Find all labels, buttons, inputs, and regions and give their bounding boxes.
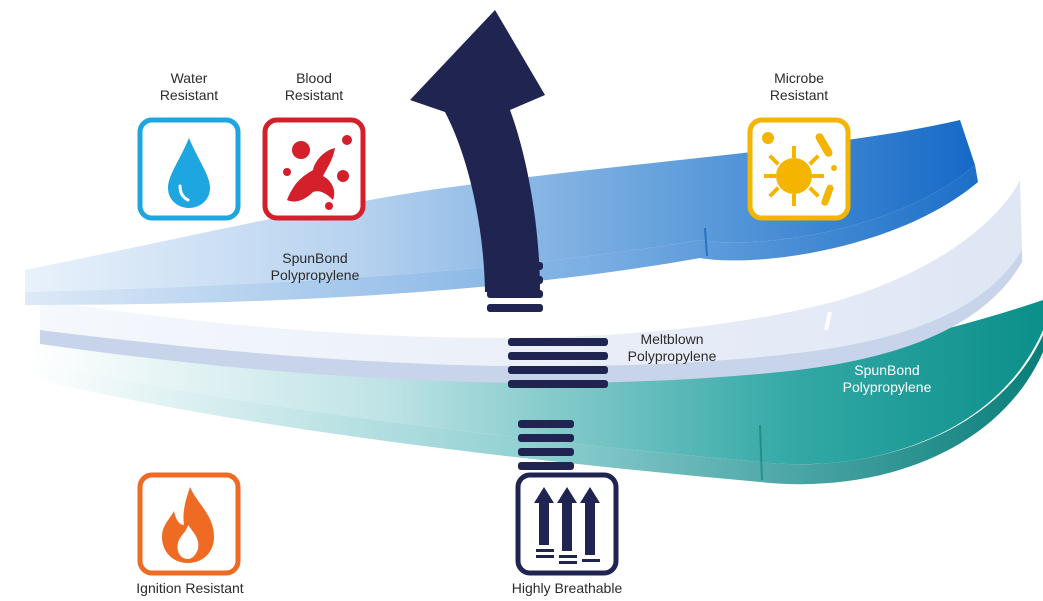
blood-resistant-label: Blood Resistant <box>274 70 354 104</box>
spunbond-top-label: SpunBond Polypropylene <box>255 250 375 284</box>
water-label-line2: Resistant <box>159 87 219 103</box>
microbe-icon <box>747 117 851 221</box>
water-resistant-label: Water Resistant <box>150 70 228 104</box>
airflow-arrows-icon <box>515 472 619 576</box>
microbe-resistant-label: Microbe Resistant <box>758 70 840 104</box>
ignition-resistant-label: Ignition Resistant <box>136 580 244 596</box>
blood-splatter-icon <box>262 117 366 221</box>
spunbond-top-line1: SpunBond <box>282 250 348 266</box>
spunbond-bottom-label: SpunBond Polypropylene <box>827 362 947 396</box>
meltblown-line2: Polypropylene <box>627 348 717 364</box>
microbe-label-line2: Resistant <box>769 87 829 103</box>
upward-arrow-icon <box>410 10 608 470</box>
spunbond-top-line2: Polypropylene <box>270 267 360 283</box>
meltblown-line1: Meltblown <box>640 331 704 347</box>
blood-label-line1: Blood <box>296 70 332 86</box>
water-drop-icon <box>137 117 241 221</box>
blood-label-line2: Resistant <box>284 87 344 103</box>
water-label-line1: Water <box>170 70 208 86</box>
meltblown-label: Meltblown Polypropylene <box>612 331 732 365</box>
microbe-label-line1: Microbe <box>774 70 824 86</box>
flame-icon <box>137 472 241 576</box>
spunbond-bottom-line1: SpunBond <box>854 362 920 378</box>
spunbond-bottom-line2: Polypropylene <box>842 379 932 395</box>
highly-breathable-label: Highly Breathable <box>511 580 623 596</box>
meltblown-layer <box>40 180 1022 383</box>
